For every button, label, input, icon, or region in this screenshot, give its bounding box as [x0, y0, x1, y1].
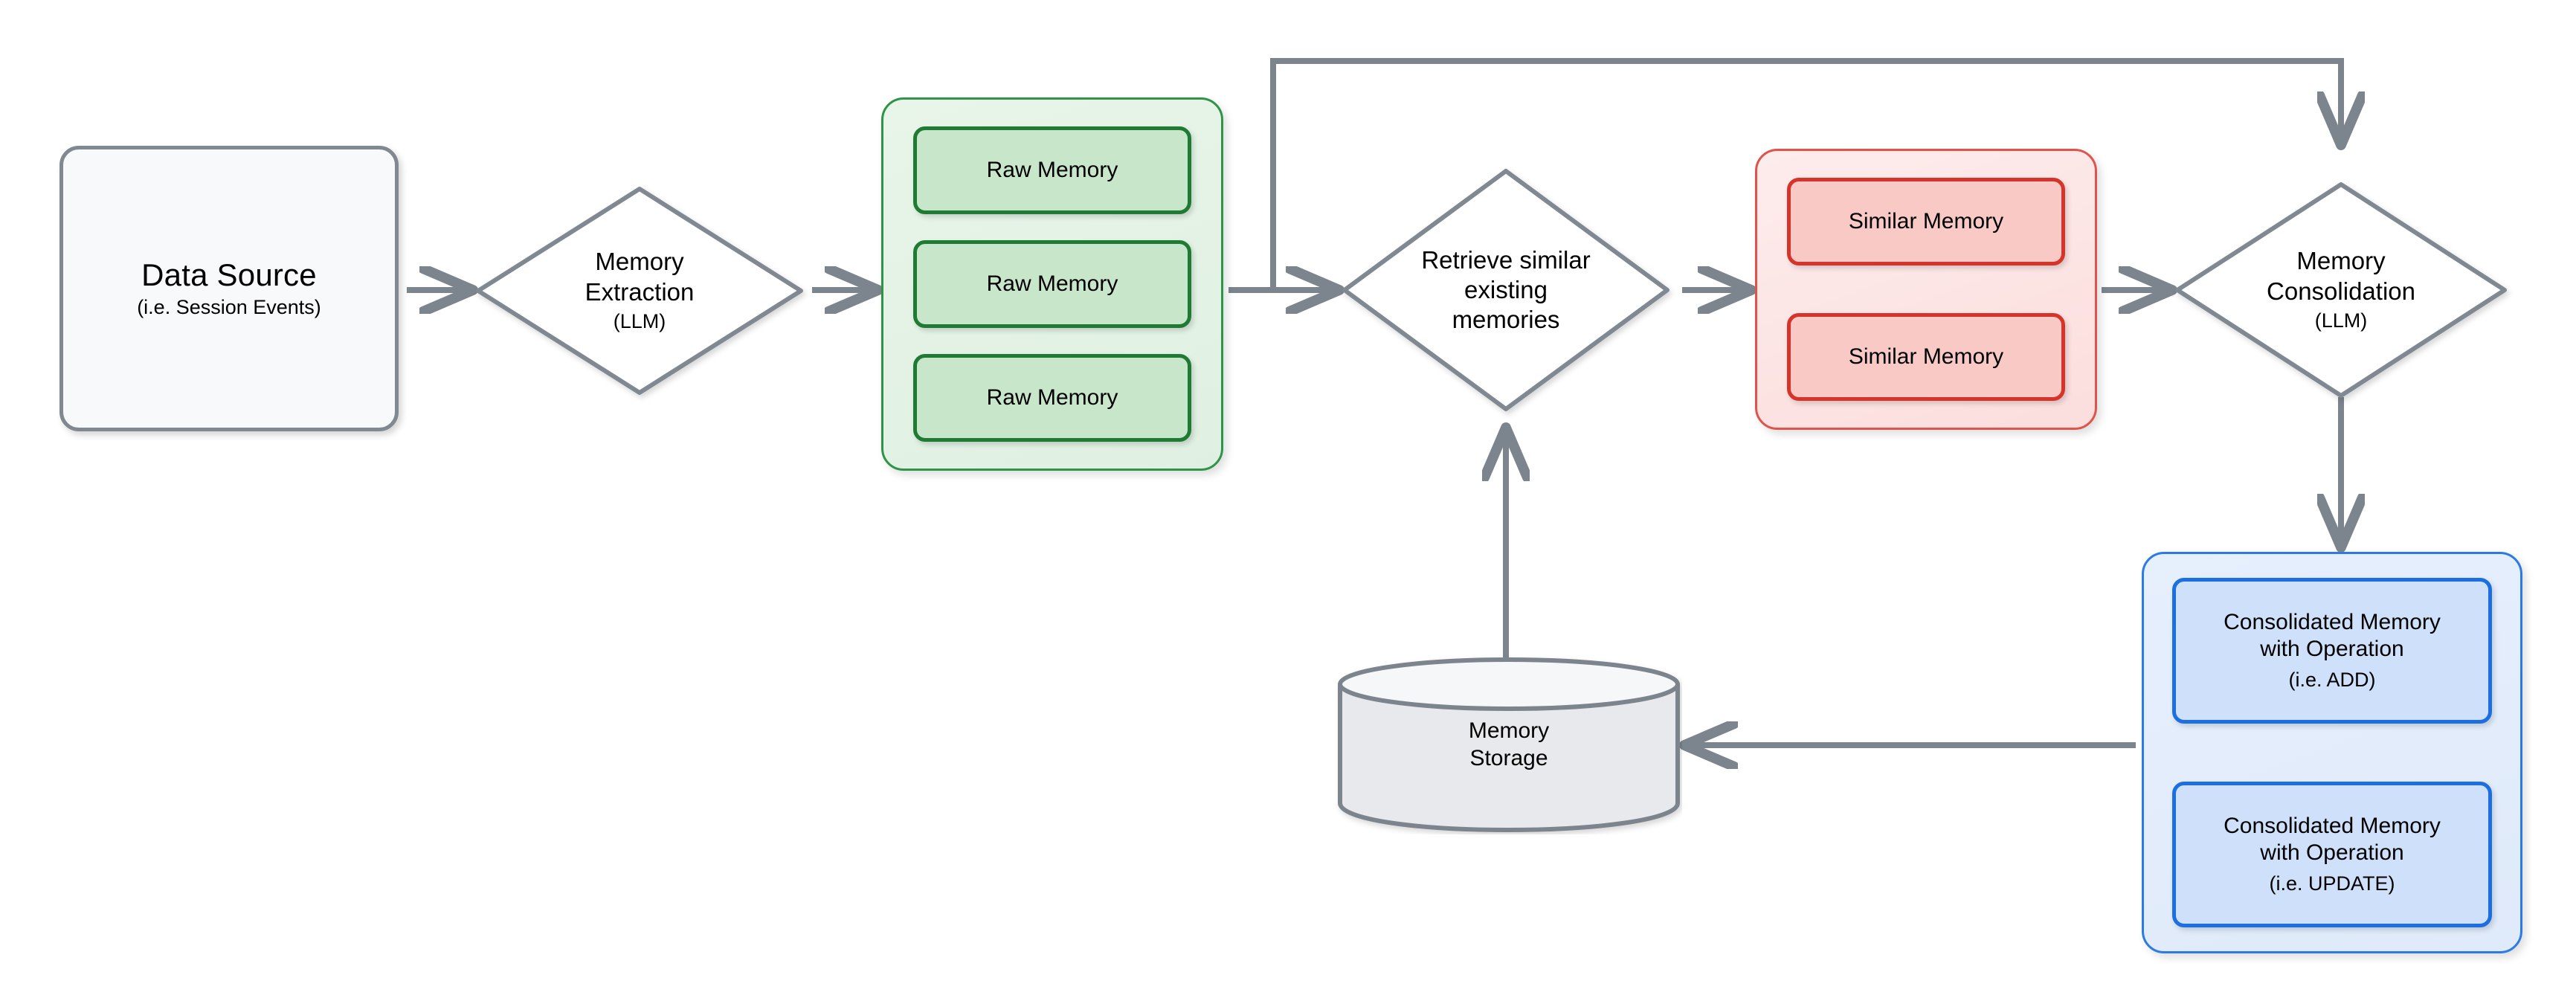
- raw-memory-label: Raw Memory: [986, 158, 1118, 183]
- diamond-shape: [476, 187, 803, 395]
- consolidated-memory-subtitle: (i.e. ADD): [2288, 669, 2376, 692]
- consolidated-memory-subtitle: (i.e. UPDATE): [2269, 872, 2395, 895]
- consolidated-memory-chip-add[interactable]: Consolidated Memory with Operation (i.e.…: [2172, 578, 2492, 724]
- raw-memory-chip-1[interactable]: Raw Memory: [913, 126, 1191, 214]
- cylinder-top: [1338, 657, 1680, 711]
- diamond-shape: [2175, 182, 2507, 398]
- memory-storage-node[interactable]: Memory Storage: [1336, 654, 1682, 834]
- raw-memory-chip-2[interactable]: Raw Memory: [913, 240, 1191, 328]
- diamond-shape: [1342, 169, 1669, 411]
- memory-consolidation-node[interactable]: Memory Consolidation (LLM): [2171, 178, 2511, 402]
- data-source-node[interactable]: Data Source (i.e. Session Events): [59, 146, 399, 431]
- raw-memory-group[interactable]: Raw Memory Raw Memory Raw Memory: [881, 97, 1223, 471]
- consolidated-memory-group[interactable]: Consolidated Memory with Operation (i.e.…: [2142, 552, 2522, 953]
- raw-memory-label: Raw Memory: [986, 271, 1118, 297]
- similar-memory-chip-1[interactable]: Similar Memory: [1787, 178, 2065, 265]
- data-source-title: Data Source: [141, 257, 317, 293]
- similar-memory-label: Similar Memory: [1848, 209, 2004, 234]
- data-source-subtitle: (i.e. Session Events): [137, 296, 321, 319]
- memory-extraction-node[interactable]: Memory Extraction (LLM): [472, 183, 807, 399]
- retrieve-similar-memories-node[interactable]: Retrieve similar existing memories: [1339, 165, 1673, 415]
- cylinder-body: [1338, 682, 1680, 832]
- consolidated-memory-title: Consolidated Memory: [2224, 814, 2441, 839]
- consolidated-memory-chip-update[interactable]: Consolidated Memory with Operation (i.e.…: [2172, 782, 2492, 927]
- similar-memory-group[interactable]: Similar Memory Similar Memory: [1755, 149, 2097, 430]
- consolidated-memory-title2: with Operation: [2260, 636, 2404, 661]
- consolidated-memory-title2: with Operation: [2260, 840, 2404, 865]
- raw-memory-chip-3[interactable]: Raw Memory: [913, 354, 1191, 442]
- similar-memory-label: Similar Memory: [1848, 344, 2004, 370]
- similar-memory-chip-2[interactable]: Similar Memory: [1787, 313, 2065, 401]
- consolidated-memory-title: Consolidated Memory: [2224, 610, 2441, 635]
- raw-memory-label: Raw Memory: [986, 385, 1118, 411]
